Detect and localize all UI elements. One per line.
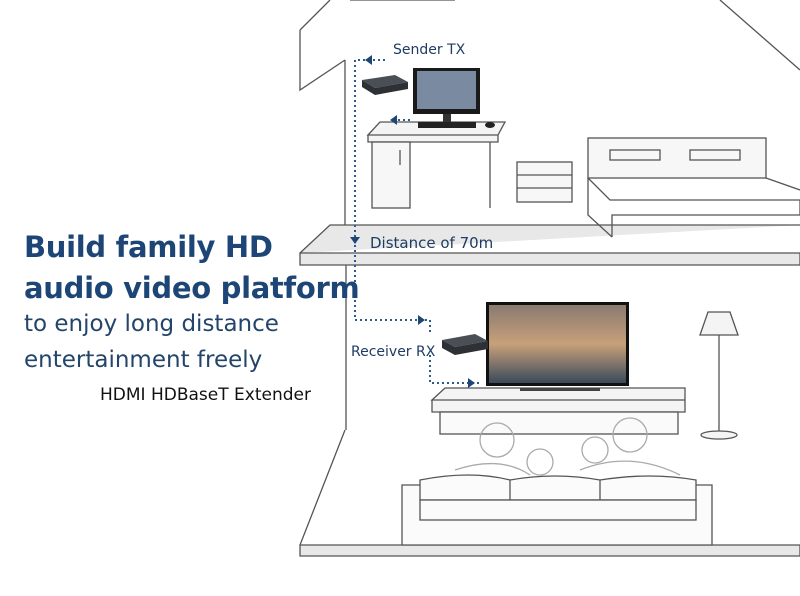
arrow-icon [418,315,425,325]
sofa-illustration [401,474,713,546]
roof-left [299,0,455,92]
product-name: HDMI HDBaseT Extender [100,385,311,405]
headline-line-1: Build family HD [24,230,273,264]
receiver-device-illustration [442,334,488,355]
tv-illustration [486,302,629,391]
desk-illustration [366,121,507,209]
floor-lamp-illustration [699,311,739,440]
arrow-icon [468,378,475,388]
sender-label: Sender TX [393,42,466,58]
headline-line-2: audio video platform [24,271,360,305]
subline-line-1: to enjoy long distance [24,311,279,337]
arrow-icon [390,115,397,125]
monitor-illustration [413,68,495,128]
subline-line-2: entertainment freely [24,347,263,373]
arrow-down-icon [350,237,360,244]
roof-right [719,0,800,71]
tv-cabinet-illustration [430,387,686,435]
distance-label: Distance of 70m [370,234,494,252]
signal-arrows [350,55,475,388]
nightstand-illustration [516,161,573,203]
upper-floor [299,224,800,266]
receiver-label: Receiver RX [351,344,436,360]
sender-device-illustration [362,75,408,95]
arrow-icon [365,55,372,65]
bed-illustration [587,137,800,238]
family-illustration [454,417,681,476]
